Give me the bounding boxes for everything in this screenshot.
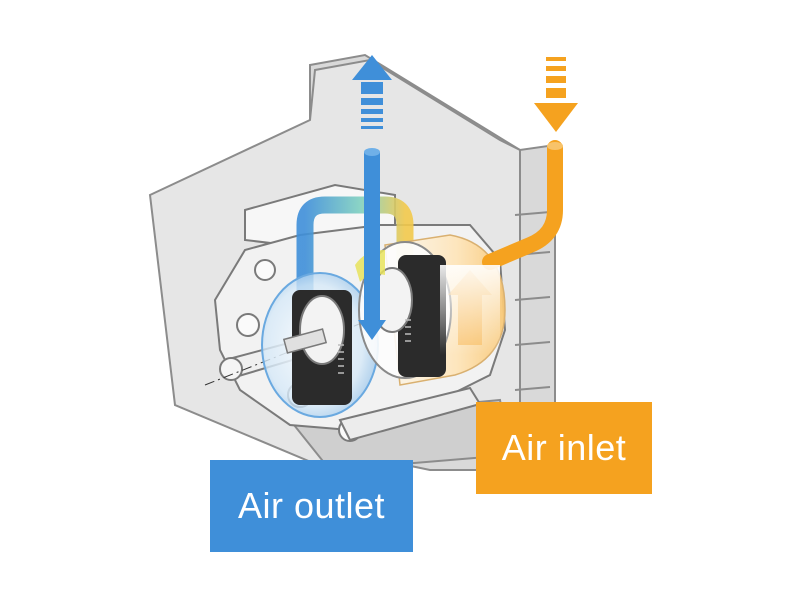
down-arrow-icon bbox=[534, 57, 578, 132]
inlet-internal-fade bbox=[440, 265, 500, 355]
outlet-dash-3 bbox=[361, 109, 383, 114]
inlet-dash-2 bbox=[546, 66, 566, 71]
air-outlet-label: Air outlet bbox=[210, 460, 413, 552]
outlet-dash-4 bbox=[361, 118, 383, 122]
outlet-pipe bbox=[358, 152, 386, 340]
housing-rib-4 bbox=[514, 341, 551, 346]
up-arrow-icon bbox=[352, 55, 392, 129]
outlet-pipe-cap bbox=[364, 148, 380, 156]
inlet-dash-4 bbox=[546, 88, 566, 98]
inlet-dash-1 bbox=[546, 57, 566, 61]
inlet-arrow-head bbox=[534, 103, 578, 132]
housing-rib-5 bbox=[514, 386, 551, 391]
outlet-dash-5 bbox=[361, 126, 383, 129]
inlet-dash-3 bbox=[546, 76, 566, 83]
right-motor-ticks bbox=[405, 319, 411, 342]
air-inlet-text: Air inlet bbox=[501, 427, 627, 468]
outlet-dash-2 bbox=[361, 98, 383, 105]
shaft-end bbox=[219, 357, 243, 381]
inlet-pipe bbox=[482, 140, 563, 270]
outlet-dash-1 bbox=[361, 82, 383, 94]
transfer-loop bbox=[296, 196, 414, 299]
left-motor-ticks bbox=[338, 344, 344, 374]
bolt-left bbox=[236, 313, 260, 337]
left-shaft bbox=[282, 328, 328, 354]
housing-rib-1 bbox=[514, 211, 551, 216]
inlet-flow bbox=[440, 140, 563, 355]
left-chamber bbox=[261, 272, 379, 418]
outlet-flow bbox=[358, 148, 386, 340]
air-inlet-label: Air inlet bbox=[476, 402, 652, 494]
inlet-pipe-cap bbox=[547, 142, 563, 150]
air-outlet-text: Air outlet bbox=[237, 485, 386, 526]
housing-rib-3 bbox=[514, 296, 551, 301]
bolt-top-left bbox=[254, 259, 276, 281]
outlet-arrow-head bbox=[352, 55, 392, 80]
